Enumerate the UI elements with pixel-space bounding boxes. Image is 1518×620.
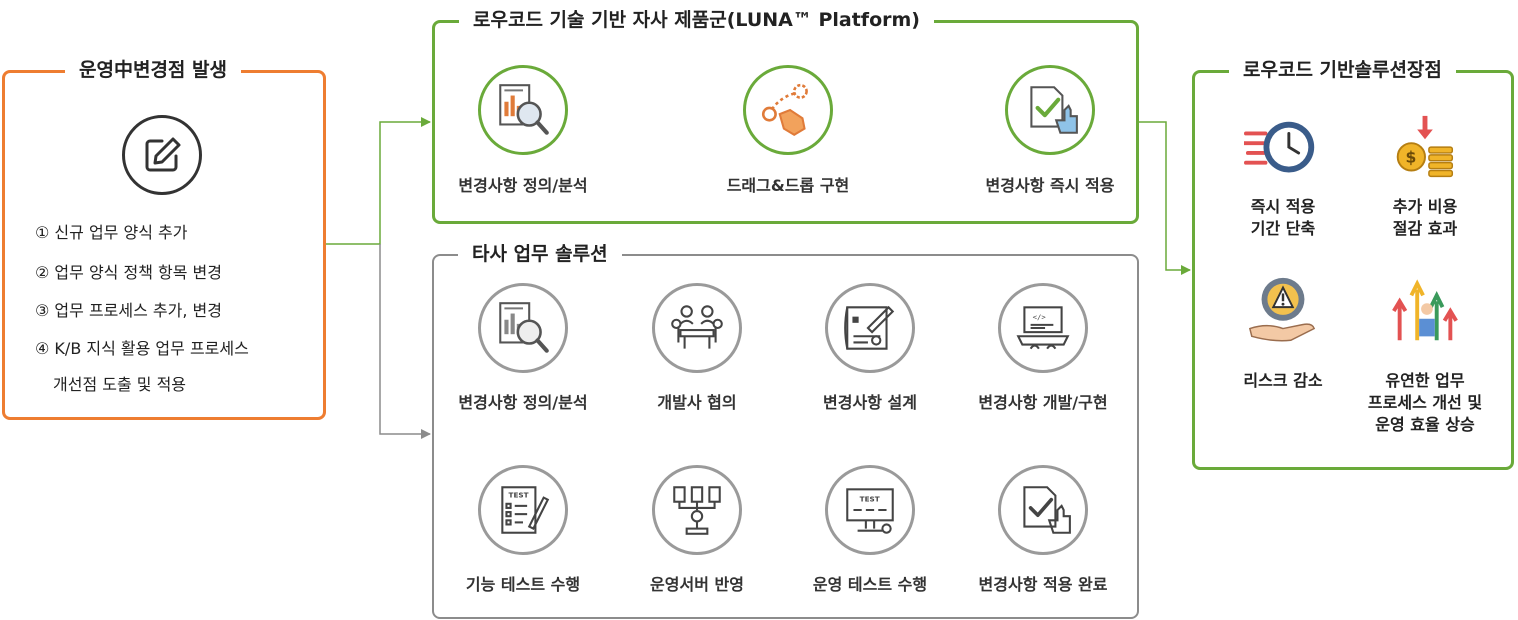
branch-connector — [326, 117, 431, 439]
lowcode-advantages-title: 로우코드 기반솔루션장점 — [1229, 58, 1456, 82]
other-step-8-label: 변경사항 적용 완료 — [978, 575, 1108, 594]
laptop-code-icon: </> — [998, 283, 1088, 373]
other-step-4-label: 변경사항 개발/구현 — [978, 393, 1108, 412]
test-checklist-icon: TEST — [478, 465, 568, 555]
other-step-7-label: 운영 테스트 수행 — [812, 575, 928, 594]
luna-step-1-label: 변경사항 정의/분석 — [458, 176, 588, 195]
change-item-4-continued: 개선점 도출 및 적용 — [53, 375, 187, 394]
other-solution-title: 타사 업무 솔루션 — [458, 242, 622, 266]
svg-text:TEST: TEST — [509, 491, 529, 500]
other-step-5-label: 기능 테스트 수행 — [465, 575, 581, 594]
change-item-2: ② 업무 양식 정책 항목 변경 — [35, 263, 222, 282]
analysis-icon — [478, 65, 568, 155]
deploy-icon — [652, 465, 742, 555]
analysis-icon — [478, 283, 568, 373]
svg-text:</>: </> — [1033, 313, 1047, 322]
other-step-6-label: 운영서버 반영 — [650, 575, 744, 594]
luna-to-advantages-connector — [1139, 121, 1191, 275]
advantage-1-label: 즉시 적용 기간 단축 — [1250, 197, 1316, 238]
change-item-3: ③ 업무 프로세스 추가, 변경 — [35, 301, 222, 320]
drag-drop-icon — [743, 65, 833, 155]
advantage-2-label: 추가 비용 절감 효과 — [1392, 197, 1458, 238]
test-monitor-icon: TEST — [825, 465, 915, 555]
lowcode-advantages-panel: 로우코드 기반솔루션장점 — [1192, 58, 1514, 470]
edit-icon — [122, 115, 202, 195]
advantage-3-label: 리스크 감소 — [1243, 371, 1323, 390]
luna-step-2-label: 드래그&드롭 구현 — [726, 176, 850, 195]
luna-step-3-label: 변경사항 즉시 적용 — [985, 176, 1115, 195]
growth-team-icon — [1386, 272, 1464, 350]
fast-clock-icon — [1242, 112, 1322, 190]
other-step-3-label: 변경사항 설계 — [823, 393, 917, 412]
risk-hand-icon — [1244, 272, 1322, 350]
other-step-1-label: 변경사항 정의/분석 — [458, 393, 588, 412]
meeting-icon — [652, 283, 742, 373]
cost-saving-icon: $ — [1386, 112, 1464, 190]
approve-icon — [1005, 65, 1095, 155]
other-step-2-label: 개발사 협의 — [657, 393, 737, 412]
design-icon — [825, 283, 915, 373]
approve-icon — [998, 465, 1088, 555]
advantage-4-label: 유연한 업무 프로세스 개선 및 운영 효율 상승 — [1367, 371, 1483, 434]
change-item-1: ① 신규 업무 양식 추가 — [35, 223, 188, 242]
svg-text:TEST: TEST — [860, 495, 880, 504]
change-item-4: ④ K/B 지식 활용 업무 프로세스 — [35, 339, 249, 358]
change-occurrence-title: 운영中변경점 발생 — [65, 58, 241, 82]
svg-text:$: $ — [1406, 149, 1417, 167]
luna-platform-title: 로우코드 기술 기반 자사 제품군(LUNA™ Platform) — [459, 8, 934, 32]
change-occurrence-panel: 운영中변경점 발생 ① 신규 업무 양식 추가 ② 업무 양식 정책 항목 변경… — [2, 58, 326, 420]
